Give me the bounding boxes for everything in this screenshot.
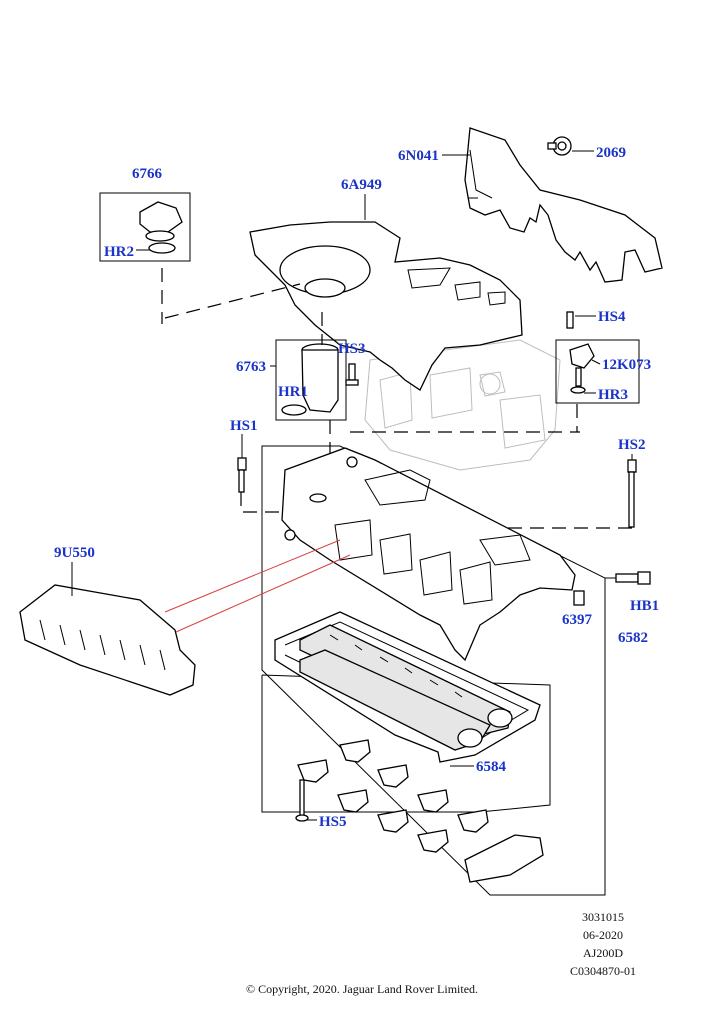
bolt-hb1[interactable] <box>615 571 651 585</box>
oil-filler-tube-part[interactable] <box>281 343 339 416</box>
camshaft-sensor-part[interactable] <box>566 311 595 394</box>
oil-filler-cap-part[interactable] <box>139 201 183 254</box>
part-labels: 6N041 2069 6766 6A949 HR2 HS4 6763 HS3 1… <box>54 145 659 830</box>
label-6766[interactable]: 6766 <box>132 166 163 182</box>
oil-cap-box <box>99 192 191 262</box>
hatch-line-1 <box>164 539 341 613</box>
label-hs2[interactable]: HS2 <box>618 437 646 453</box>
label-6397[interactable]: 6397 <box>562 612 593 628</box>
gasket-9u550-part[interactable] <box>19 584 196 696</box>
dash-hs1 <box>240 492 290 513</box>
heat-shield-part[interactable] <box>464 127 663 283</box>
label-hb1[interactable]: HB1 <box>630 598 659 614</box>
label-6a949[interactable]: 6A949 <box>341 177 382 193</box>
label-hs1[interactable]: HS1 <box>230 418 258 434</box>
drawing-ref: C0304870-01 <box>570 964 636 978</box>
hatch-line-2 <box>175 554 351 633</box>
bearing-caps-part[interactable] <box>295 739 544 883</box>
label-6763[interactable]: 6763 <box>236 359 266 375</box>
engine-cover-part[interactable] <box>249 221 523 391</box>
label-2069[interactable]: 2069 <box>596 145 626 161</box>
label-hr3[interactable]: HR3 <box>598 387 628 403</box>
label-hr2[interactable]: HR2 <box>104 244 134 260</box>
label-6n041[interactable]: 6N041 <box>398 148 439 164</box>
dash-cap-cover <box>164 283 301 319</box>
camshaft-cover-part[interactable] <box>281 447 576 662</box>
label-12k073[interactable]: 12K073 <box>602 357 651 373</box>
drawing-metadata: 3031015 06-2020 AJ200D C0304870-01 <box>570 908 636 980</box>
drawing-date: 06-2020 <box>583 928 623 942</box>
stud-hs1[interactable] <box>237 457 247 493</box>
label-hr1[interactable]: HR1 <box>278 384 308 400</box>
drawing-engine: AJ200D <box>582 946 623 960</box>
label-hs3[interactable]: HS3 <box>338 341 366 357</box>
label-9u550[interactable]: 9U550 <box>54 545 95 561</box>
bolt-hs3[interactable] <box>345 363 359 386</box>
cam-cover-outline-box <box>261 445 606 896</box>
stud-hs2[interactable] <box>627 459 637 528</box>
bolt-2069-part[interactable] <box>547 136 572 156</box>
camshaft-box <box>261 674 551 813</box>
label-6582[interactable]: 6582 <box>618 630 648 646</box>
camshaft-pair-part[interactable] <box>299 624 513 751</box>
label-hs4[interactable]: HS4 <box>598 309 626 325</box>
drawing-number: 3031015 <box>582 910 624 924</box>
plug-6397[interactable] <box>573 590 585 606</box>
label-hs5[interactable]: HS5 <box>319 814 347 830</box>
copyright-notice: © Copyright, 2020. Jaguar Land Rover Lim… <box>245 982 479 996</box>
label-6584[interactable]: 6584 <box>476 759 507 775</box>
sensor-box <box>555 339 640 404</box>
